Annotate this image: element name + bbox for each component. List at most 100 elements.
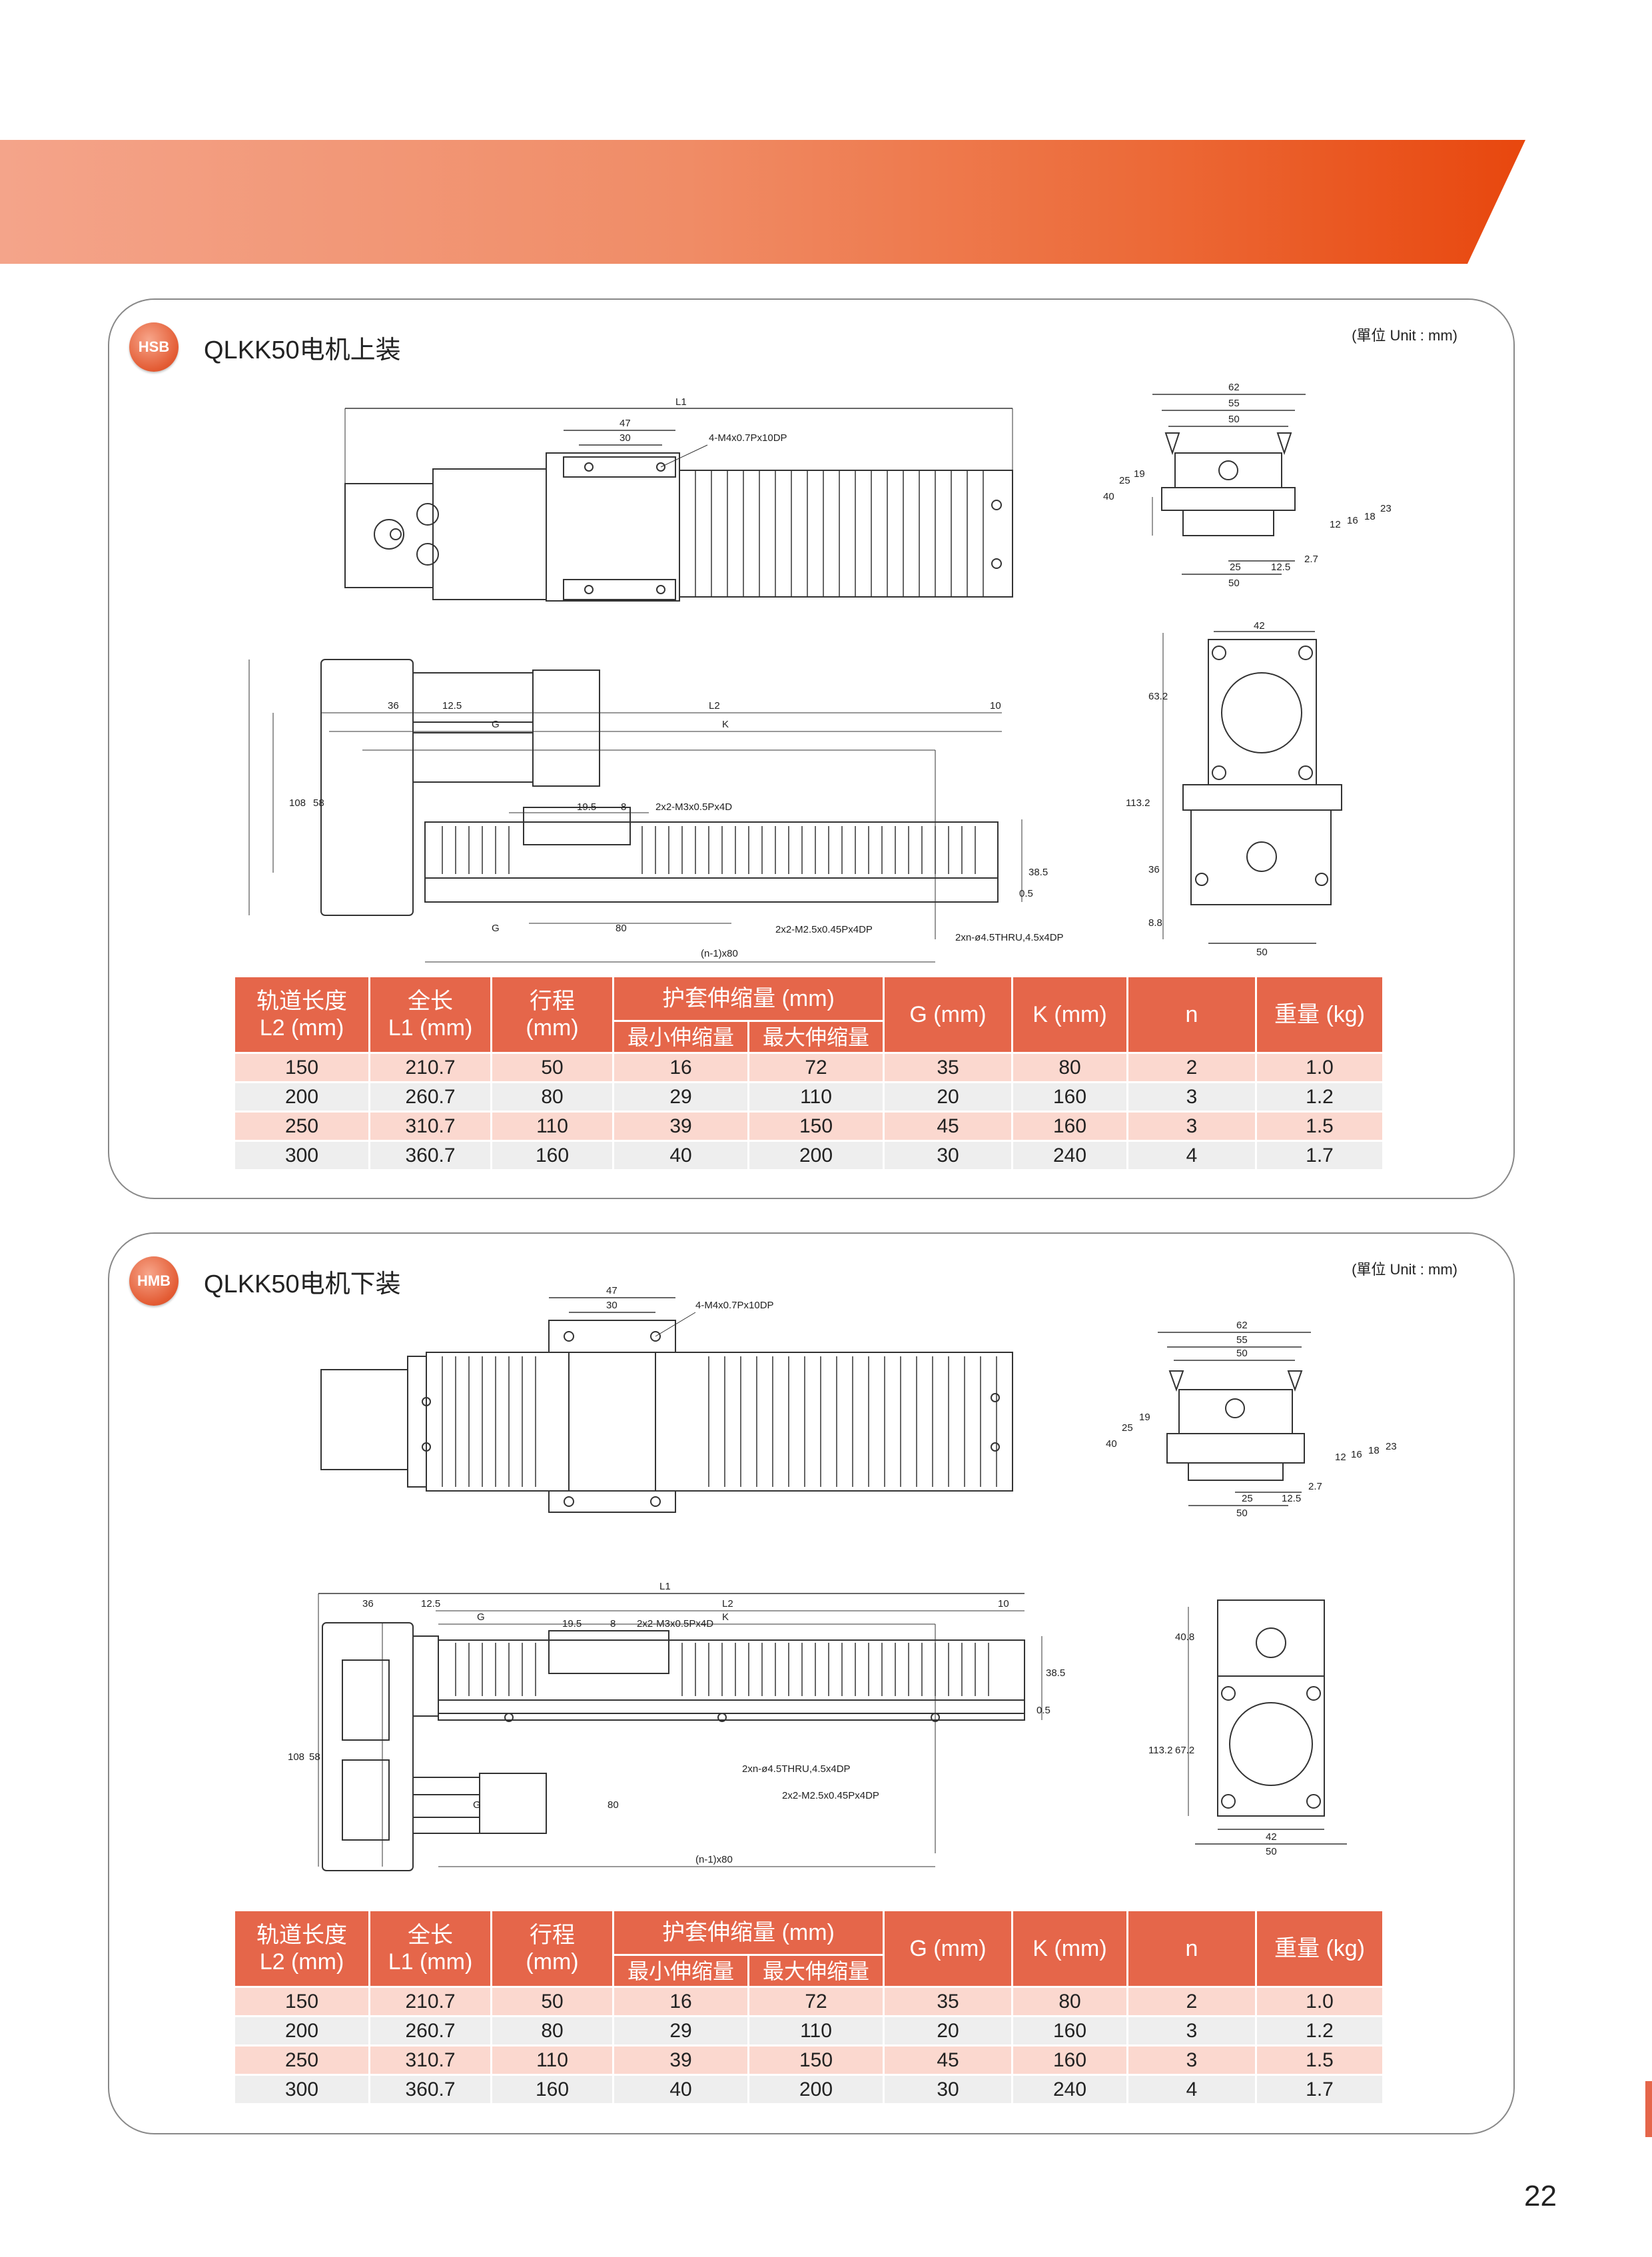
top-view — [344, 408, 1013, 602]
dim-label: 0.5 — [1036, 1705, 1050, 1716]
dim-label: 58 — [309, 1751, 320, 1763]
unit-note: (單位 Unit : mm) — [1352, 1261, 1457, 1278]
dim-label: 55 — [1236, 1334, 1248, 1346]
dim-label: 38.5 — [1046, 1667, 1065, 1679]
dim-label: 30 — [620, 432, 631, 444]
side-view — [248, 659, 1023, 963]
dim-label: 12 — [1330, 519, 1341, 530]
dim-label: 2x2-M2.5x0.45Px4DP — [782, 1790, 879, 1801]
dim-label: G — [473, 1799, 481, 1811]
dim-label: 2.7 — [1304, 554, 1318, 565]
dim-label: 23 — [1380, 503, 1392, 514]
page-number: 22 — [1524, 2180, 1557, 2212]
dim-label: K — [722, 719, 729, 730]
top-view — [320, 1297, 1013, 1513]
dim-label: 10 — [998, 1598, 1009, 1609]
dim-label: 36 — [388, 700, 399, 711]
hmb-badge: HMB — [129, 1256, 179, 1306]
dim-label: 50 — [1236, 1348, 1248, 1359]
dim-label: L2 — [709, 700, 720, 711]
dim-label: 108 — [289, 797, 306, 809]
dim-label: 62 — [1228, 382, 1240, 393]
dim-label: 36 — [362, 1598, 374, 1609]
dim-label: 40 — [1103, 491, 1114, 502]
dim-label: 12.5 — [1282, 1493, 1301, 1504]
panel-hmb: HMB QLKK50电机下装 (單位 Unit : mm) — [108, 1232, 1515, 2134]
header-banner — [0, 140, 1525, 264]
front-view — [1158, 1332, 1311, 1506]
side-view — [318, 1593, 1042, 1871]
header-bellows-min: 最小伸缩量 — [614, 1956, 747, 1986]
dim-label: 2x2-M2.5x0.45Px4DP — [775, 924, 873, 935]
dim-label: 67.2 — [1175, 1745, 1194, 1756]
hsb-badge: HSB — [129, 322, 179, 372]
header-g: G (mm) — [885, 1911, 1011, 1986]
dim-label: 62 — [1236, 1320, 1248, 1331]
header-weight: 重量 (kg) — [1257, 977, 1382, 1052]
dim-label: L2 — [722, 1598, 733, 1609]
dim-label: 55 — [1228, 398, 1240, 409]
dim-label: 19.5 — [562, 1618, 582, 1629]
panel-title: QLKK50电机上装 — [204, 336, 401, 364]
end-view — [1162, 631, 1342, 944]
unit-note: (單位 Unit : mm) — [1352, 327, 1457, 344]
panel-hsb: HSB QLKK50电机上装 (單位 Unit : mm) — [108, 298, 1515, 1199]
header-bellows-max: 最大伸缩量 — [749, 1022, 883, 1052]
dim-label: 2x2-M3x0.5Px4D — [655, 801, 732, 813]
header-k: K (mm) — [1013, 1911, 1126, 1986]
dim-label: 18 — [1364, 511, 1376, 522]
dim-label: 12.5 — [1271, 562, 1290, 573]
page-edge-tab — [1645, 2081, 1652, 2137]
header-g: G (mm) — [885, 977, 1011, 1052]
dim-label: 50 — [1228, 578, 1240, 589]
dim-label: 2x2-M3x0.5Px4D — [637, 1618, 713, 1629]
dim-label: 36 — [1148, 864, 1160, 875]
dim-label: 25 — [1230, 562, 1241, 573]
header-stroke: 行程(mm) — [492, 977, 612, 1052]
front-view — [1152, 394, 1306, 575]
dim-label: 58 — [313, 797, 324, 809]
dim-label: 42 — [1254, 620, 1265, 632]
header-bellows-min: 最小伸缩量 — [614, 1022, 747, 1052]
dim-label: 47 — [620, 418, 631, 429]
dim-label: (n-1)x80 — [701, 948, 738, 959]
dim-label: (n-1)x80 — [695, 1854, 733, 1865]
dim-label: 4-M4x0.7Px10DP — [709, 432, 787, 444]
dim-label: 25 — [1242, 1493, 1253, 1504]
header-weight: 重量 (kg) — [1257, 1911, 1382, 1986]
dim-label: 2xn-ø4.5THRU,4.5x4DP — [742, 1763, 851, 1775]
dim-label: 12.5 — [421, 1598, 440, 1609]
dim-label: 50 — [1256, 947, 1268, 958]
dim-label: 25 — [1122, 1422, 1133, 1434]
dim-label: 38.5 — [1029, 867, 1048, 878]
technical-drawing-hsb: L1 47 30 4-M4x0.7Px10DP 62 55 50 40 25 1… — [248, 382, 1392, 963]
dim-label: 40.8 — [1175, 1631, 1194, 1643]
dim-label: L1 — [675, 396, 687, 408]
dim-label: 113.2 — [1126, 797, 1150, 809]
dim-label: 80 — [616, 923, 627, 934]
dim-label: 108 — [288, 1751, 304, 1763]
header-k: K (mm) — [1013, 977, 1126, 1052]
dim-label: 80 — [608, 1799, 619, 1811]
dim-label: 16 — [1347, 515, 1358, 526]
header-bellows: 护套伸缩量 (mm) — [614, 1911, 883, 1955]
dim-label: 8 — [621, 801, 626, 813]
header-stroke: 行程(mm) — [492, 1911, 612, 1986]
dim-label: L1 — [659, 1581, 671, 1592]
dim-label: 12.5 — [442, 700, 462, 711]
dim-label: 0.5 — [1019, 888, 1033, 899]
header-bellows: 护套伸缩量 (mm) — [614, 977, 883, 1021]
dim-label: 50 — [1236, 1508, 1248, 1519]
dim-label: 50 — [1266, 1846, 1277, 1857]
